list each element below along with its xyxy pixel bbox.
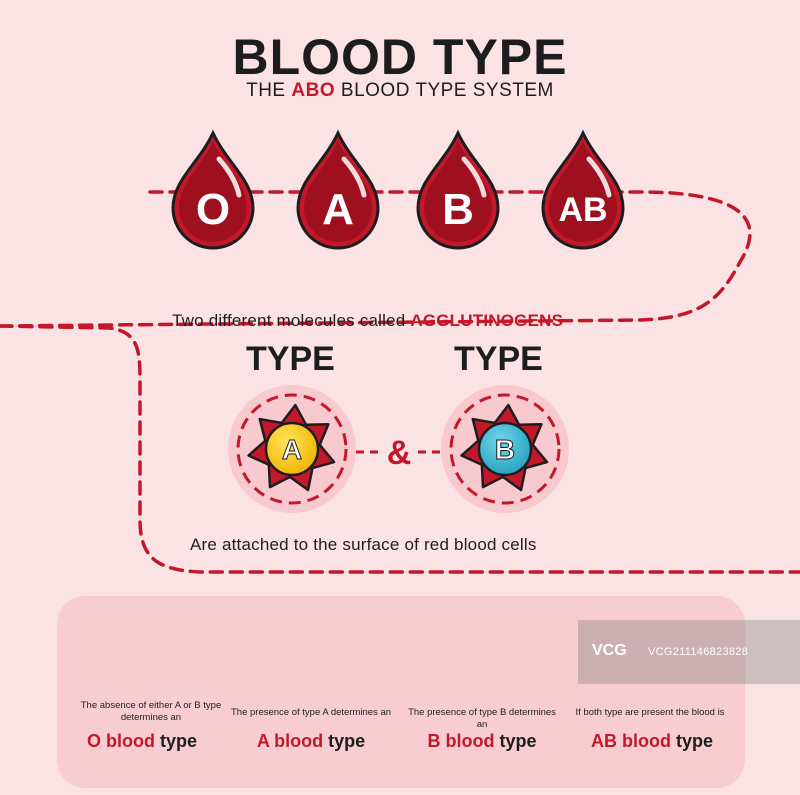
drop-highlight xyxy=(461,156,487,198)
antigen-b: B xyxy=(441,385,569,513)
drop-label: AB xyxy=(558,191,607,229)
caption-big-ab-black: type xyxy=(675,731,713,751)
agglutinogens-highlight: AGGLUTINOGENS xyxy=(410,311,564,330)
drop-inner-shade xyxy=(549,141,617,242)
caption-big-o: O blood type xyxy=(52,731,232,752)
caption-big-ab: AB blood type xyxy=(562,731,742,752)
type-a-heading: TYPE xyxy=(246,340,335,378)
drop-label: A xyxy=(322,185,354,234)
antigen-label: B xyxy=(495,434,515,465)
caption-big-a: A blood type xyxy=(221,731,401,752)
attached-sentence: Are attached to the surface of red blood… xyxy=(190,535,537,554)
subtitle-highlight: ABO xyxy=(291,80,336,101)
drop-inner-shade xyxy=(304,141,372,242)
drop-label: O xyxy=(196,185,230,234)
blood-drop-o: O xyxy=(171,129,255,250)
watermark: VCG VCG21114682382​8 xyxy=(578,620,800,684)
caption-big-o-black: type xyxy=(159,731,197,751)
caption-big-b: B blood type xyxy=(392,731,572,752)
antigen-label: A xyxy=(282,434,302,465)
ampersand: & xyxy=(387,434,412,472)
dashed-connector-path-lower xyxy=(0,324,800,574)
caption-big-a-red: A blood xyxy=(256,731,324,751)
subtitle-suffix: BLOOD TYPE SYSTEM xyxy=(340,80,554,101)
blood-drop-a: A xyxy=(296,129,380,250)
drop-highlight xyxy=(341,156,367,198)
antigen-dashed-ring xyxy=(449,393,561,505)
agglutinogens-prefix: Two different molecules called xyxy=(172,311,406,330)
caption-small-ab: If both type are present the blood is xyxy=(575,707,725,718)
page-subtitle: THE ABO BLOOD TYPE SYSTEM xyxy=(0,80,800,102)
caption-big-a-black: type xyxy=(328,731,366,751)
caption-big-ab-red: AB blood xyxy=(590,731,671,751)
antigen-dashed-ring xyxy=(236,393,348,505)
antigen-a: A xyxy=(228,385,356,513)
drop-inner-shade xyxy=(424,141,492,242)
blood-drop-ab: AB xyxy=(541,129,625,250)
agglutinogens-sentence: Two different molecules called AGGLUTINO… xyxy=(172,311,563,331)
caption-small-a: The presence of type A determines an xyxy=(231,707,392,718)
drop-highlight xyxy=(216,156,242,198)
watermark-id: VCG21114682382​8 xyxy=(648,646,749,658)
antigen-core xyxy=(477,421,533,477)
caption-big-b-black: type xyxy=(499,731,537,751)
drop-highlight xyxy=(586,156,612,198)
blood-drop-b: B xyxy=(416,129,500,250)
caption-big-b-red: B blood xyxy=(427,731,495,751)
watermark-logo: VCG xyxy=(592,642,627,659)
antigen-core xyxy=(264,421,320,477)
caption-small-b: The presence of type B determines an xyxy=(408,707,556,730)
page-title: BLOOD TYPE xyxy=(232,29,568,85)
subtitle-prefix: THE xyxy=(246,80,286,101)
blood-type-panel xyxy=(57,596,745,788)
type-b-heading: TYPE xyxy=(454,340,543,378)
drop-inner-shade xyxy=(179,141,247,242)
dashed-connector-path xyxy=(0,190,752,328)
caption-small-o: The absence of either A or B type determ… xyxy=(80,700,222,723)
drop-label: B xyxy=(442,185,474,234)
caption-big-o-red: O blood xyxy=(86,731,155,751)
